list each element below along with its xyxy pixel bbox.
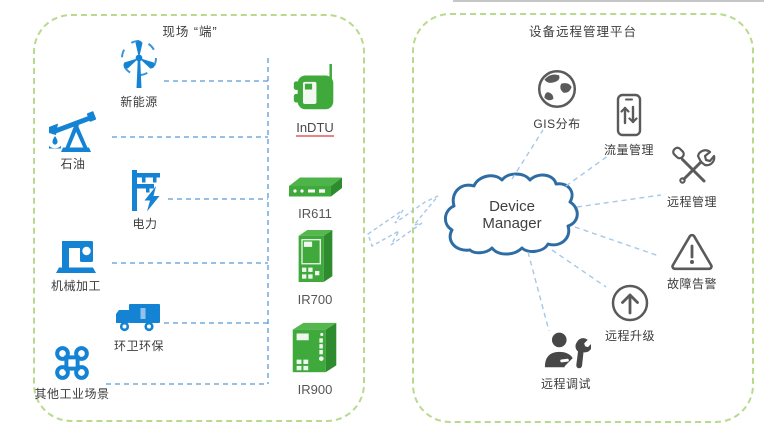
- device-label-indtu[interactable]: InDTU: [296, 120, 334, 137]
- feature-remote-upgrade: 远程升级: [588, 282, 672, 344]
- device-label-ir611: IR611: [298, 206, 332, 221]
- field-item-new-energy: 新能源: [99, 34, 179, 110]
- ir700-router-icon: [289, 226, 341, 288]
- tools-icon: [668, 144, 716, 190]
- feature-label: GIS分布: [533, 117, 581, 131]
- power-pole-icon: [122, 166, 168, 212]
- debug-engineer-icon: [541, 328, 592, 372]
- device-manager-cloud: Device Manager: [458, 198, 566, 232]
- command-icon: [52, 344, 92, 382]
- cloud-label-line2: Manager: [482, 215, 542, 232]
- device-indtu: InDTU: [280, 64, 350, 137]
- device-ir611: IR611: [280, 170, 350, 221]
- wind-turbine-icon: [112, 34, 166, 90]
- field-item-power: 电力: [103, 166, 187, 232]
- field-item-sanitation: 环卫环保: [95, 300, 183, 354]
- upgrade-arrow-icon: [609, 282, 651, 324]
- feature-label: 故障告警: [666, 277, 717, 291]
- sanitation-truck-icon: [114, 300, 164, 334]
- data-traffic-icon: [612, 92, 646, 138]
- field-item-label: 环卫环保: [113, 339, 164, 353]
- field-item-label: 石油: [60, 157, 86, 171]
- warning-icon: [669, 230, 715, 272]
- ir900-router-icon: [285, 318, 345, 378]
- device-label-ir900: IR900: [297, 382, 333, 397]
- field-panel: [33, 14, 365, 422]
- field-item-label: 其他工业场景: [34, 387, 110, 401]
- field-item-label: 新能源: [120, 95, 158, 109]
- top-divider-line: [453, 0, 764, 2]
- feature-label: 远程管理: [666, 195, 717, 209]
- machine-tool-icon: [52, 236, 100, 274]
- feature-traffic: 流量管理: [587, 92, 671, 158]
- indtu-device-icon: [286, 64, 344, 116]
- device-ir900: IR900: [282, 318, 348, 397]
- field-item-other-industry: 其他工业场景: [22, 344, 122, 402]
- feature-label: 远程调试: [540, 377, 591, 391]
- field-panel-title: 现场 “端”: [162, 25, 218, 39]
- feature-remote-manage: 远程管理: [650, 144, 734, 210]
- cloud-label-line1: Device: [489, 198, 535, 215]
- field-item-oil: 石油: [31, 108, 115, 172]
- feature-gis: GIS分布: [515, 66, 599, 132]
- device-ir700: IR700: [286, 226, 344, 307]
- ir611-router-icon: [283, 170, 347, 202]
- platform-panel-title: 设备远程管理平台: [528, 25, 637, 39]
- oil-pump-icon: [47, 108, 99, 152]
- device-label-ir700: IR700: [297, 292, 333, 307]
- field-item-label: 电力: [132, 217, 158, 231]
- field-item-label: 机械加工: [50, 279, 101, 293]
- globe-icon: [534, 66, 580, 112]
- feature-label: 流量管理: [603, 143, 654, 157]
- feature-remote-debug: 远程调试: [522, 328, 610, 392]
- feature-fault-alarm: 故障告警: [650, 230, 734, 292]
- field-item-machining: 机械加工: [32, 236, 120, 294]
- feature-label: 远程升级: [604, 329, 655, 343]
